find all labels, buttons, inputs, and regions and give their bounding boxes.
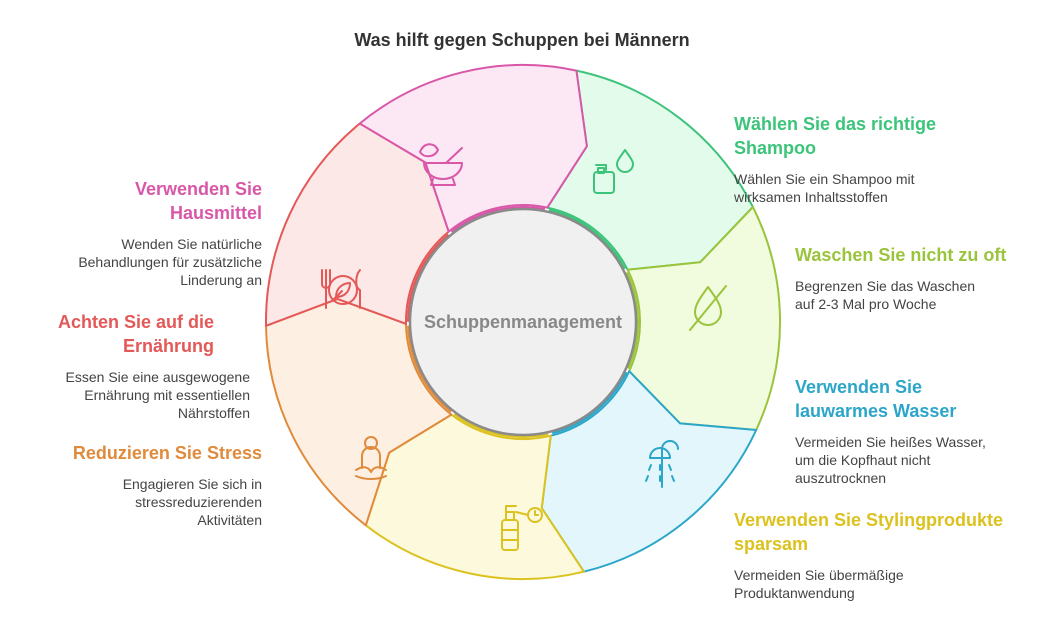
mortar-pestle-icon bbox=[419, 143, 463, 186]
shampoo-bottle-icon bbox=[593, 149, 634, 194]
description-shampoo: Wählen Sie ein Shampoo mit wirksamen Inh… bbox=[734, 171, 915, 205]
shower-icon bbox=[645, 440, 679, 488]
description-water: Vermeiden Sie heißes Wasser, um die Kopf… bbox=[795, 434, 986, 486]
inner-arc-water bbox=[551, 371, 628, 435]
heading-nutrition: Achten Sie auf die Ernährung bbox=[57, 312, 214, 356]
heading-washing: Waschen Sie nicht zu oft bbox=[795, 245, 1007, 265]
center-circle bbox=[408, 207, 638, 437]
heading-shampoo: Wählen Sie das richtige Shampoo bbox=[734, 114, 937, 158]
segment-home-remedies bbox=[358, 64, 588, 233]
inner-arc-shampoo bbox=[548, 208, 626, 270]
inner-arc-home-remedies bbox=[450, 206, 546, 233]
description-washing: Begrenzen Sie das Waschen auf 2-3 Mal pr… bbox=[795, 278, 976, 312]
no-water-icon bbox=[689, 285, 727, 331]
center-label: Schuppenmanagement bbox=[423, 311, 623, 332]
label-styling: Verwenden Sie Stylingprodukte sparsam Ve… bbox=[734, 508, 1004, 602]
heading-styling: Verwenden Sie Stylingprodukte sparsam bbox=[734, 510, 1004, 554]
heading-water: Verwenden Sie lauwarmes Wasser bbox=[795, 377, 957, 421]
description-styling: Vermeiden Sie übermäßige Produktanwendun… bbox=[734, 567, 904, 601]
heading-stress: Reduzieren Sie Stress bbox=[72, 443, 262, 463]
description-home-remedies: Wenden Sie natürliche Behandlungen für z… bbox=[78, 236, 262, 288]
label-nutrition: Achten Sie auf die Ernährung Essen Sie e… bbox=[30, 310, 250, 422]
label-shampoo: Wählen Sie das richtige Shampoo Wählen S… bbox=[734, 112, 1004, 206]
description-nutrition: Essen Sie eine ausgewogene Ernährung mit… bbox=[65, 369, 250, 421]
plate-cutlery-leaf-icon bbox=[321, 269, 361, 309]
inner-arc-washing bbox=[625, 271, 639, 369]
label-stress: Reduzieren Sie Stress Engagieren Sie sic… bbox=[30, 441, 262, 529]
label-washing: Waschen Sie nicht zu oft Begrenzen Sie d… bbox=[795, 243, 1010, 313]
description-stress: Engagieren Sie sich in stressreduzierend… bbox=[122, 476, 262, 528]
inner-arc-nutrition bbox=[407, 233, 450, 322]
label-home-remedies: Verwenden Sie Hausmittel Wenden Sie natü… bbox=[78, 177, 262, 289]
diagram-title: Was hilft gegen Schuppen bei Männern bbox=[354, 30, 690, 50]
heading-home-remedies: Verwenden Sie Hausmittel bbox=[134, 179, 262, 223]
meditation-icon bbox=[355, 436, 387, 480]
inner-arc-stress bbox=[407, 325, 452, 413]
label-water: Verwenden Sie lauwarmes Wasser Vermeiden… bbox=[795, 375, 1010, 487]
inner-arc-styling bbox=[453, 413, 549, 439]
spray-bottle-clock-icon bbox=[501, 505, 543, 551]
